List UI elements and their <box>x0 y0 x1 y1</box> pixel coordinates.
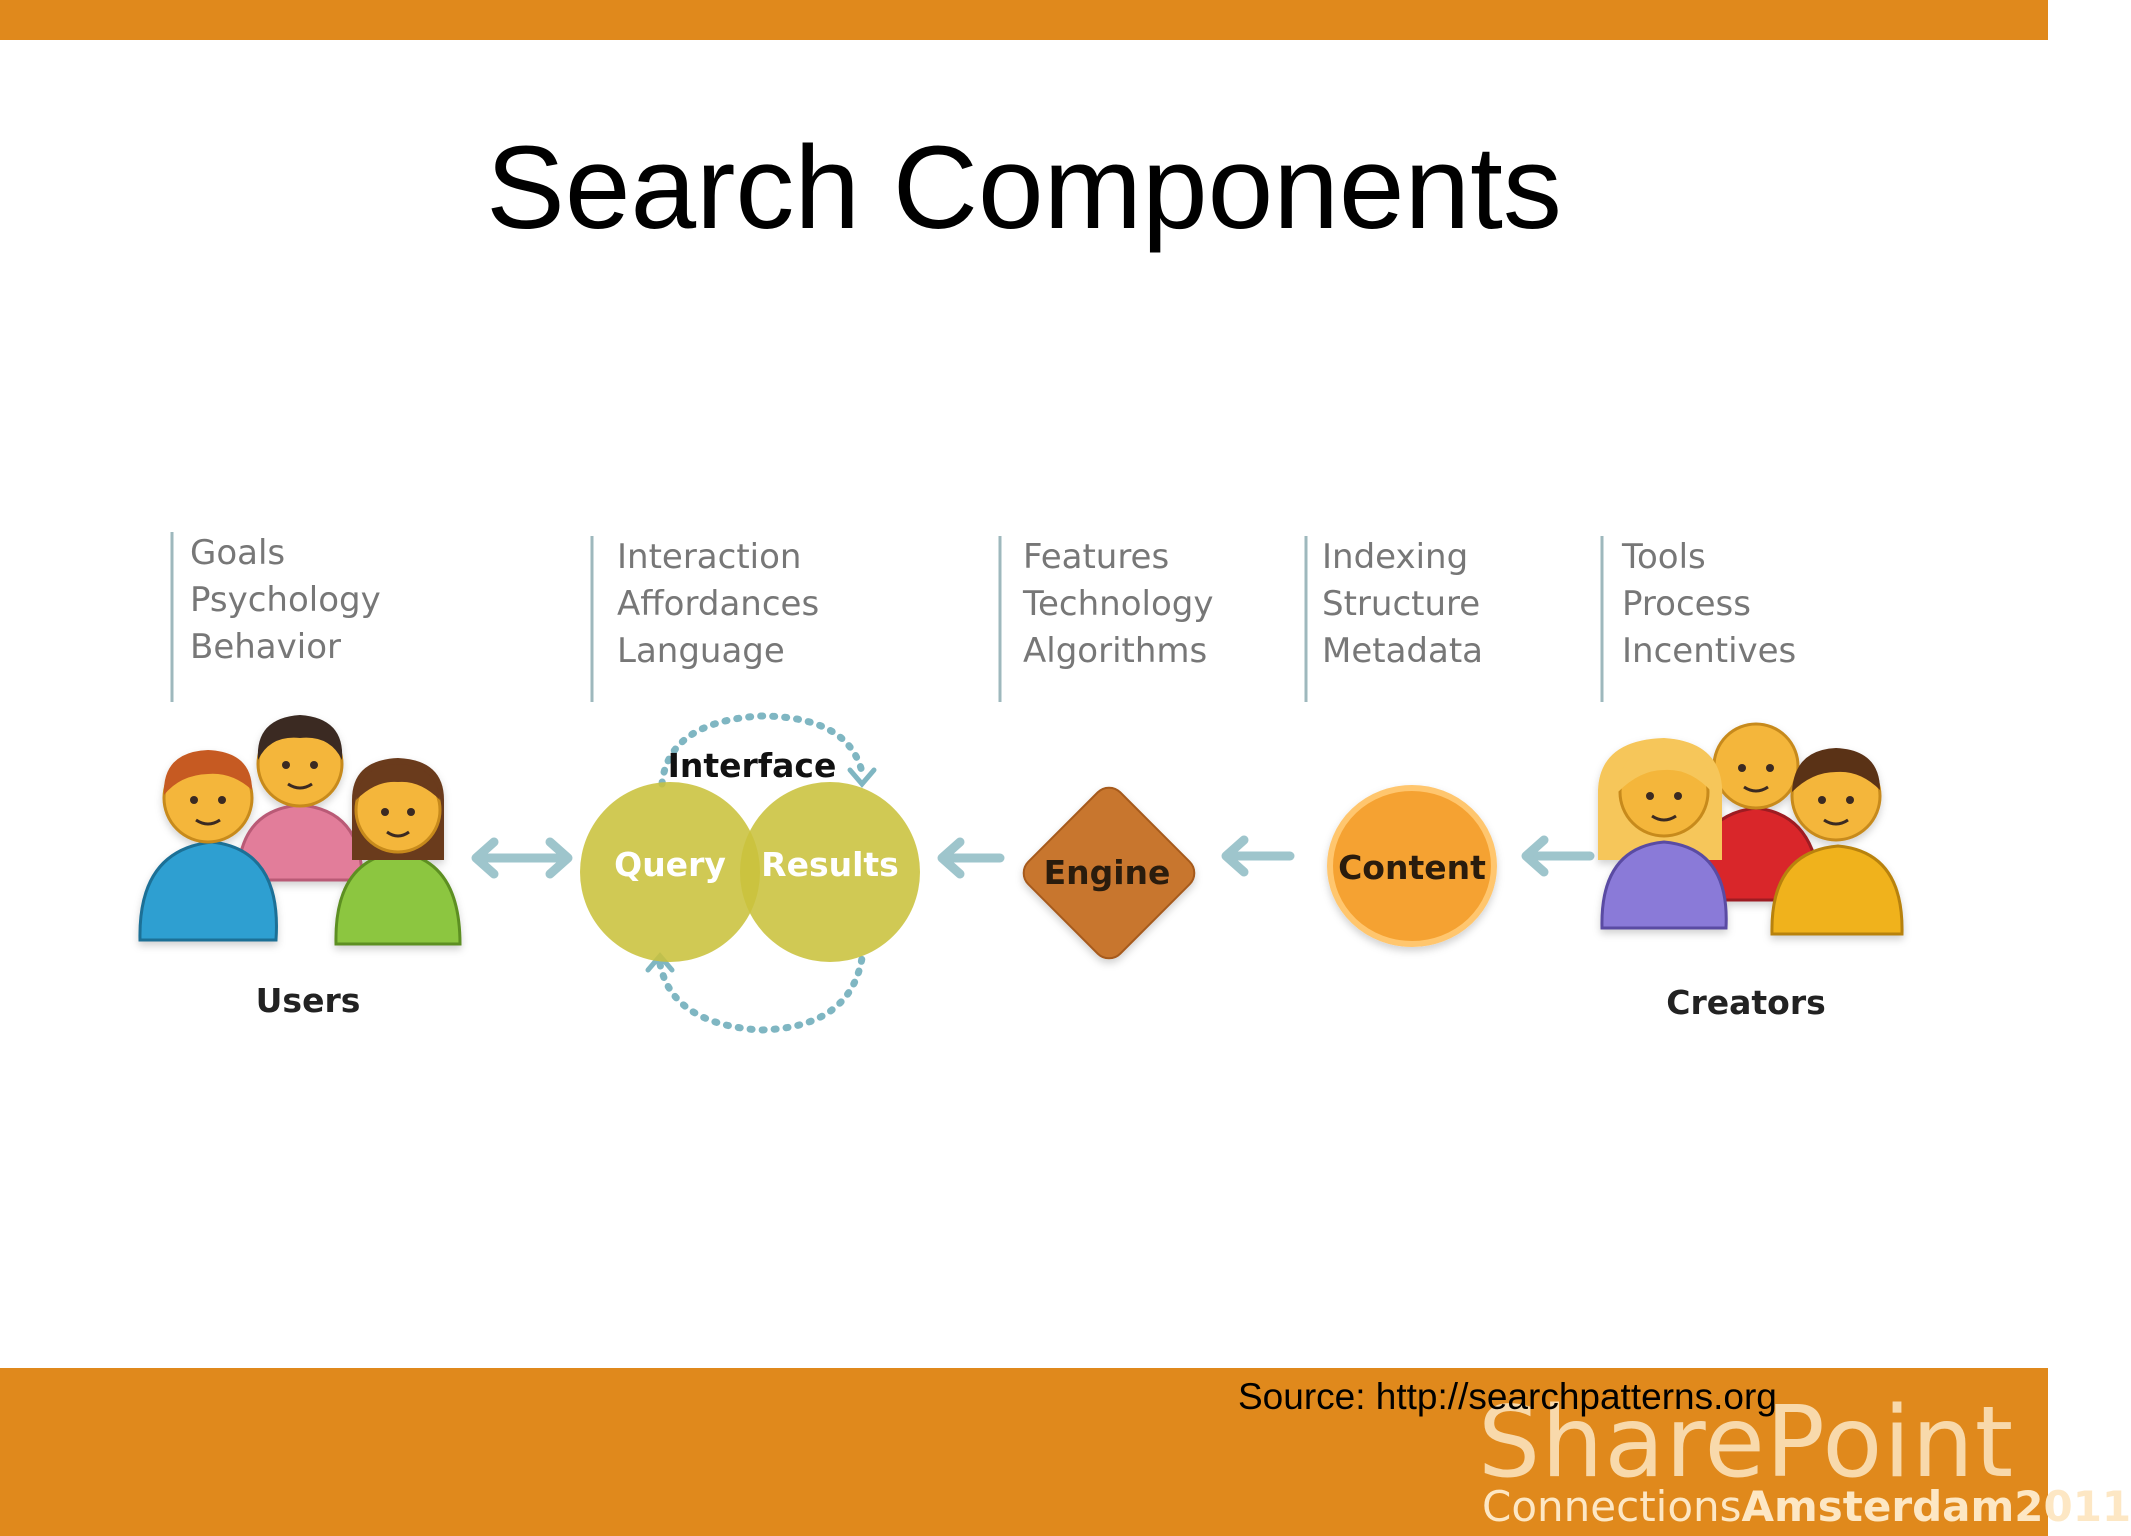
arrow-left <box>937 837 1005 879</box>
conference-subtitle: ConnectionsAmsterdam2011 <box>1482 1482 2131 1531</box>
content-node: Content <box>1327 785 1497 947</box>
user-person-green <box>334 758 462 946</box>
column-interface-attributes: Interaction Affordances Language <box>590 536 819 702</box>
double-arrow <box>471 837 573 879</box>
column-item: Psychology <box>190 580 381 620</box>
query-results-venn: Query Results <box>580 782 920 962</box>
search-components-diagram: Goals Psychology Behavior Interaction Af… <box>138 532 1904 1034</box>
bottom-accent-bar <box>0 1368 2048 1536</box>
column-item: Metadata <box>1322 631 1483 671</box>
column-item: Incentives <box>1622 631 1796 671</box>
conference-location-year: Amsterdam2011 <box>1741 1482 2131 1531</box>
column-item: Behavior <box>190 627 341 667</box>
query-label: Query <box>614 845 726 884</box>
users-illustration <box>138 715 462 946</box>
conference-name: Connections <box>1482 1482 1742 1531</box>
creators-illustration <box>1598 722 1904 936</box>
user-person-pink <box>236 715 364 882</box>
creators-label: Creators <box>1666 983 1826 1022</box>
column-item: Algorithms <box>1023 631 1207 671</box>
column-users-attributes: Goals Psychology Behavior <box>170 532 381 702</box>
column-creators-attributes: Tools Process Incentives <box>1600 536 1796 702</box>
engine-node: Engine <box>1022 786 1196 960</box>
column-item: Interaction <box>617 537 801 577</box>
loop-arrowhead <box>847 767 877 788</box>
column-engine-attributes: Features Technology Algorithms <box>998 536 1213 702</box>
interface-label: Interface <box>668 746 837 785</box>
column-item: Technology <box>1022 584 1213 624</box>
column-item: Indexing <box>1322 537 1468 577</box>
slide-title: Search Components <box>486 122 1562 254</box>
column-item: Process <box>1622 584 1751 624</box>
arrow-left <box>1221 835 1295 877</box>
creator-person-purple <box>1598 738 1728 930</box>
column-item: Affordances <box>617 584 819 624</box>
column-item: Structure <box>1322 584 1480 624</box>
results-label: Results <box>761 845 899 884</box>
sharepoint-logo-text: SharePoint <box>1478 1386 2015 1500</box>
query-circle <box>580 782 760 962</box>
engine-label: Engine <box>1044 853 1171 892</box>
source-credit: Source: http://searchpatterns.org <box>1238 1376 1777 1417</box>
column-item: Tools <box>1621 537 1706 577</box>
user-person-blue <box>138 750 278 942</box>
results-circle <box>740 782 920 962</box>
column-item: Goals <box>190 533 285 573</box>
column-content-attributes: Indexing Structure Metadata <box>1304 536 1483 702</box>
content-label: Content <box>1338 848 1486 887</box>
column-item: Features <box>1023 537 1169 577</box>
interface-loop <box>656 712 866 1034</box>
users-label: Users <box>256 981 361 1020</box>
top-accent-bar <box>0 0 2048 40</box>
arrow-left <box>1521 835 1595 877</box>
column-item: Language <box>617 631 785 671</box>
creator-person-yellow <box>1770 748 1904 936</box>
